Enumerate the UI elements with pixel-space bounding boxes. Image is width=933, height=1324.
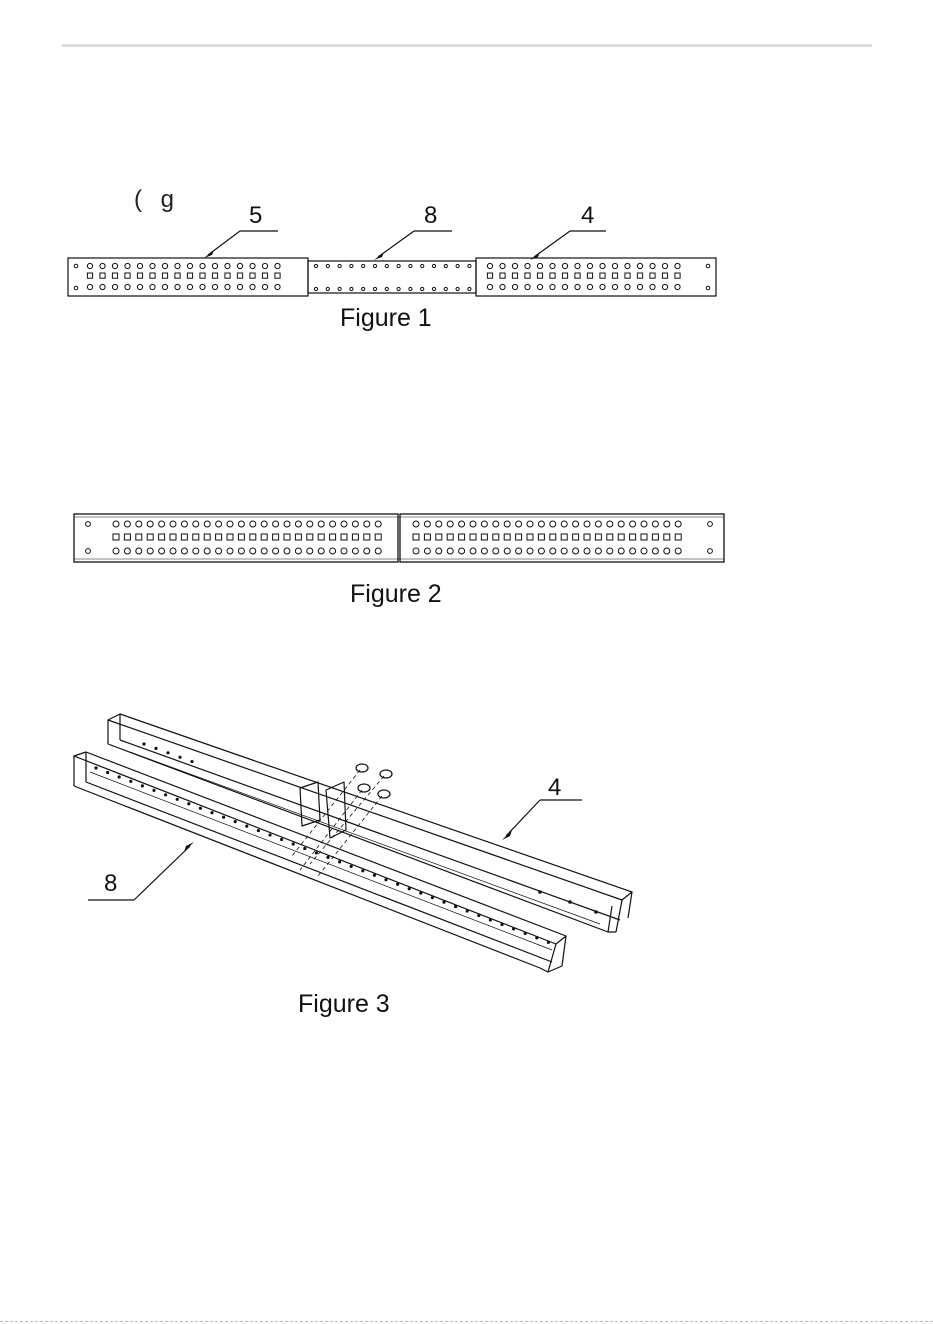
rail-hole [118,775,121,778]
rail-hole [477,914,480,917]
rail-hole [280,838,283,841]
rail-hole [199,807,202,810]
rail-hole [303,847,306,850]
rail-hole [245,825,248,828]
rail-hole [210,811,213,814]
rail-hole [190,760,193,763]
rail-hole [500,923,503,926]
rail-hole [292,842,295,845]
rail-hole [315,851,318,854]
rail-hole [568,900,572,904]
rail-hole [538,890,542,894]
rail-hole [166,751,169,754]
rail-hole [454,905,457,908]
rail-hole [442,901,445,904]
rail-hole [594,910,598,914]
rail-hole [535,936,538,939]
rail-hole [547,941,550,944]
rail-hole [512,927,515,930]
rail-hole [178,756,181,759]
rail-hole [396,883,399,886]
rail-hole [222,816,225,819]
rail-hole [141,784,144,787]
rail-hole [129,780,132,783]
rail-hole [524,932,527,935]
rail-hole [489,918,492,921]
rail-hole [152,789,155,792]
rail-hole [187,802,190,805]
rail-hole [94,766,97,769]
rail-hole [384,878,387,881]
rail-hole [106,771,109,774]
rail-hole [361,869,364,872]
page-bottom-edge [0,1321,933,1322]
rail-hole [164,793,167,796]
rail-hole [408,887,411,890]
rail-hole [338,860,341,863]
rail-hole [431,896,434,899]
rail-hole [142,742,145,745]
rail-hole [466,909,469,912]
rail-hole [350,865,353,868]
rail-hole [373,874,376,877]
rail-hole [154,747,157,750]
rail-hole [257,829,260,832]
rail-hole [419,892,422,895]
figure3-caption: Figure 3 [298,990,390,1019]
rail-hole [268,833,271,836]
rail-hole [234,820,237,823]
rail-hole [176,798,179,801]
rail-hole [326,856,329,859]
figure3-drawing [0,0,933,1100]
